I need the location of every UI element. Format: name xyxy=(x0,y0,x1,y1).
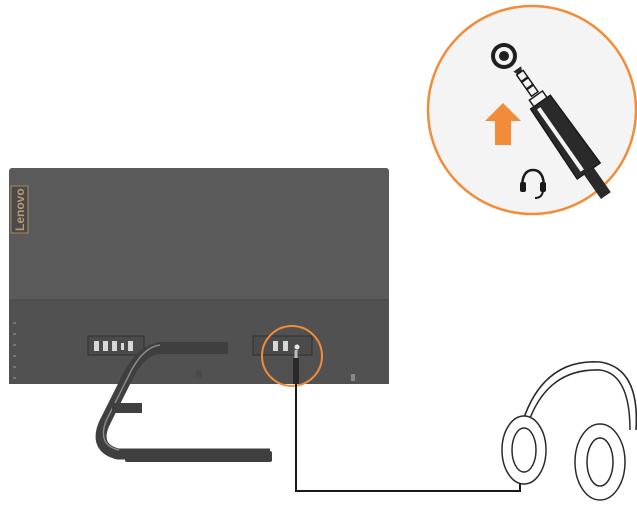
port-usb xyxy=(121,343,124,350)
zoom-audio-plug xyxy=(513,66,611,199)
port-usb-1 xyxy=(273,341,278,351)
lenovo-logo: Lenovo xyxy=(10,185,29,234)
stand-neck xyxy=(95,342,270,460)
port-audio-out xyxy=(294,344,300,350)
arrow-up-icon xyxy=(485,103,521,145)
audio-jack-socket xyxy=(491,43,517,69)
headphones-icon xyxy=(501,361,637,501)
security-slot xyxy=(351,374,355,381)
port-highlight-circle xyxy=(261,325,323,387)
port-power xyxy=(128,341,133,351)
stand-clip xyxy=(112,403,142,413)
port-hdmi-1 xyxy=(94,341,99,351)
audio-plug-body xyxy=(293,358,299,384)
zoom-callout xyxy=(426,4,637,216)
port-panel-left xyxy=(87,335,145,356)
headphone-icon xyxy=(520,168,546,199)
port-usb-2 xyxy=(283,341,288,351)
side-buttons xyxy=(13,322,16,379)
cable-line xyxy=(295,384,521,492)
stand-base xyxy=(125,451,272,462)
audio-plug-tip xyxy=(294,350,298,358)
stand-neck-highlight xyxy=(102,344,161,451)
lenovo-logo-text: Lenovo xyxy=(13,188,27,231)
lenovo-logo-box xyxy=(10,185,29,234)
stand-mount-hint xyxy=(196,370,202,378)
port-dp xyxy=(112,341,117,351)
monitor-stand xyxy=(95,342,272,462)
port-hdmi-2 xyxy=(103,341,108,351)
